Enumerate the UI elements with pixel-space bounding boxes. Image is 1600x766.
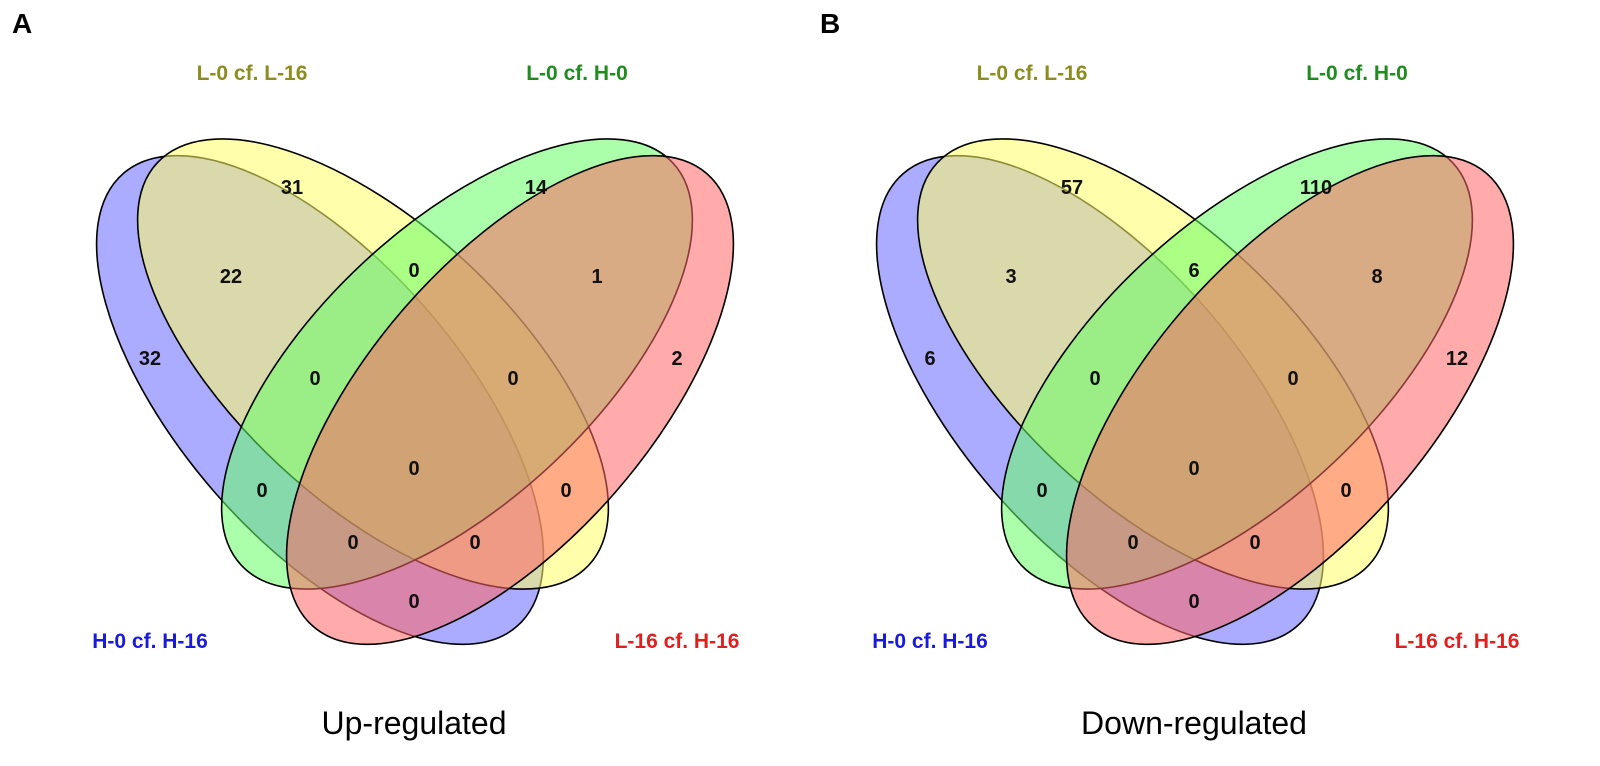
count-set2-set3-set4: 0 xyxy=(1287,368,1298,390)
count-only-set1: 6 xyxy=(924,348,935,370)
count-set1-set2: 22 xyxy=(220,266,242,288)
venn-diagram-a: L-0 cf. L-16 L-0 cf. H-0 H-0 cf. H-16 L-… xyxy=(92,62,740,653)
count-only-set2: 57 xyxy=(1061,177,1083,199)
count-set2-set3-set4: 0 xyxy=(507,368,518,390)
count-set1-set3: 0 xyxy=(1036,480,1047,502)
set-label-set1: H-0 cf. H-16 xyxy=(92,630,208,653)
ellipses-a xyxy=(95,138,735,646)
venn-panel-a: A L-0 cf. L-16 L-0 cf. H-0 H-0 cf. H-16 … xyxy=(12,8,740,741)
ellipses-b xyxy=(875,138,1515,646)
count-set1-set3: 0 xyxy=(256,480,267,502)
venn-panel-b: B L-0 cf. L-16 L-0 cf. H-0 H-0 cf. H-16 … xyxy=(780,0,1580,766)
count-set2-set4: 0 xyxy=(560,480,571,502)
count-set1-set3-set4: 0 xyxy=(1127,532,1138,554)
count-only-set3: 14 xyxy=(525,177,548,199)
count-set1-set2-set4: 0 xyxy=(469,532,480,554)
count-set1-set4: 0 xyxy=(408,591,419,613)
count-only-set4: 2 xyxy=(671,348,682,370)
ellipse-set4 xyxy=(285,154,735,646)
count-set2-set3: 0 xyxy=(408,260,419,282)
count-only-set4: 12 xyxy=(1446,348,1468,370)
set-label-set3: L-0 cf. H-0 xyxy=(526,62,628,85)
count-only-set2: 31 xyxy=(281,177,303,199)
count-set1-set2-set4: 0 xyxy=(1249,532,1260,554)
count-set3-set4: 1 xyxy=(591,266,602,288)
set-label-set1: H-0 cf. H-16 xyxy=(872,630,988,653)
panel-caption-a: Up-regulated xyxy=(321,705,507,741)
count-set2-set3: 6 xyxy=(1188,260,1199,282)
count-set1-set4: 0 xyxy=(1188,591,1199,613)
set-label-set2: L-0 cf. L-16 xyxy=(977,62,1088,85)
panel-letter-b: B xyxy=(820,8,841,39)
set-label-set4: L-16 cf. H-16 xyxy=(615,630,740,653)
count-set3-set4: 8 xyxy=(1371,266,1382,288)
count-only-set1: 32 xyxy=(139,348,161,370)
count-set1-set3-set4: 0 xyxy=(347,532,358,554)
set-label-set2: L-0 cf. L-16 xyxy=(197,62,308,85)
count-set2-set4: 0 xyxy=(1340,480,1351,502)
count-set1-set2-set3: 0 xyxy=(1089,368,1100,390)
count-all-four: 0 xyxy=(408,458,419,480)
panel-caption-b: Down-regulated xyxy=(1081,705,1307,741)
ellipse-set4 xyxy=(1065,154,1515,646)
count-set1-set2: 3 xyxy=(1005,266,1016,288)
count-set1-set2-set3: 0 xyxy=(309,368,320,390)
set-label-set3: L-0 cf. H-0 xyxy=(1306,62,1408,85)
venn-diagram-b: L-0 cf. L-16 L-0 cf. H-0 H-0 cf. H-16 L-… xyxy=(872,62,1520,653)
set-label-set4: L-16 cf. H-16 xyxy=(1395,630,1520,653)
panel-letter-a: A xyxy=(12,8,33,39)
count-only-set3: 110 xyxy=(1300,177,1332,199)
count-all-four: 0 xyxy=(1188,458,1199,480)
